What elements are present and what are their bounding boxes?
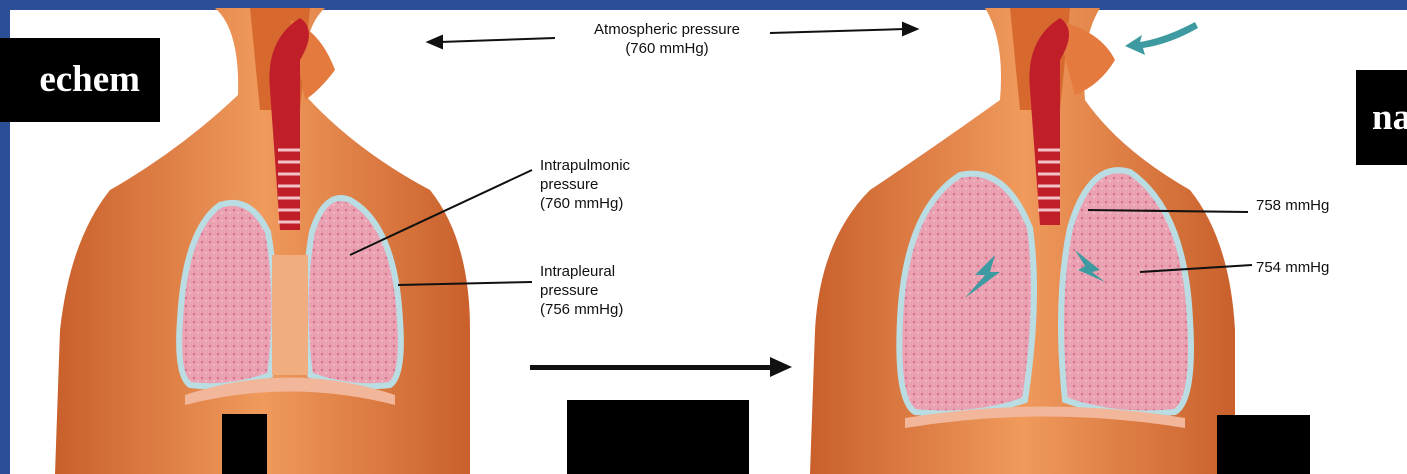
air-inflow-arrow [1125, 22, 1198, 55]
right-pulmonic-label: 758 mmHg [1256, 196, 1329, 215]
atmospheric-value: (760 mmHg) [562, 39, 772, 58]
right-pleural-label: 754 mmHg [1256, 258, 1329, 277]
slide-frame-top [0, 0, 1407, 10]
left-heart-gap [272, 255, 308, 375]
left-cover-tag: echem [0, 38, 160, 122]
right-cover-tag: na [1356, 70, 1407, 165]
cover-block-right [1217, 415, 1310, 474]
intrapleural-line2: pressure [540, 281, 623, 300]
intrapulmonic-line3: (760 mmHg) [540, 194, 630, 213]
intrapleural-line1: Intrapleural [540, 262, 623, 281]
right-cover-text: na [1372, 76, 1407, 160]
left-trachea-rings [278, 150, 300, 222]
left-cover-text: echem [39, 38, 140, 122]
intrapulmonic-line2: pressure [540, 175, 630, 194]
cover-block-center [567, 400, 749, 474]
atmospheric-label: Atmospheric pressure (760 mmHg) [562, 20, 772, 58]
intrapleural-label: Intrapleural pressure (756 mmHg) [540, 262, 623, 319]
intrapleural-line3: (756 mmHg) [540, 300, 623, 319]
cover-block-left [222, 414, 267, 474]
transition-arrow [530, 357, 792, 377]
intrapulmonic-label: Intrapulmonic pressure (760 mmHg) [540, 156, 630, 213]
intrapulmonic-line1: Intrapulmonic [540, 156, 630, 175]
atmospheric-title: Atmospheric pressure [562, 20, 772, 39]
